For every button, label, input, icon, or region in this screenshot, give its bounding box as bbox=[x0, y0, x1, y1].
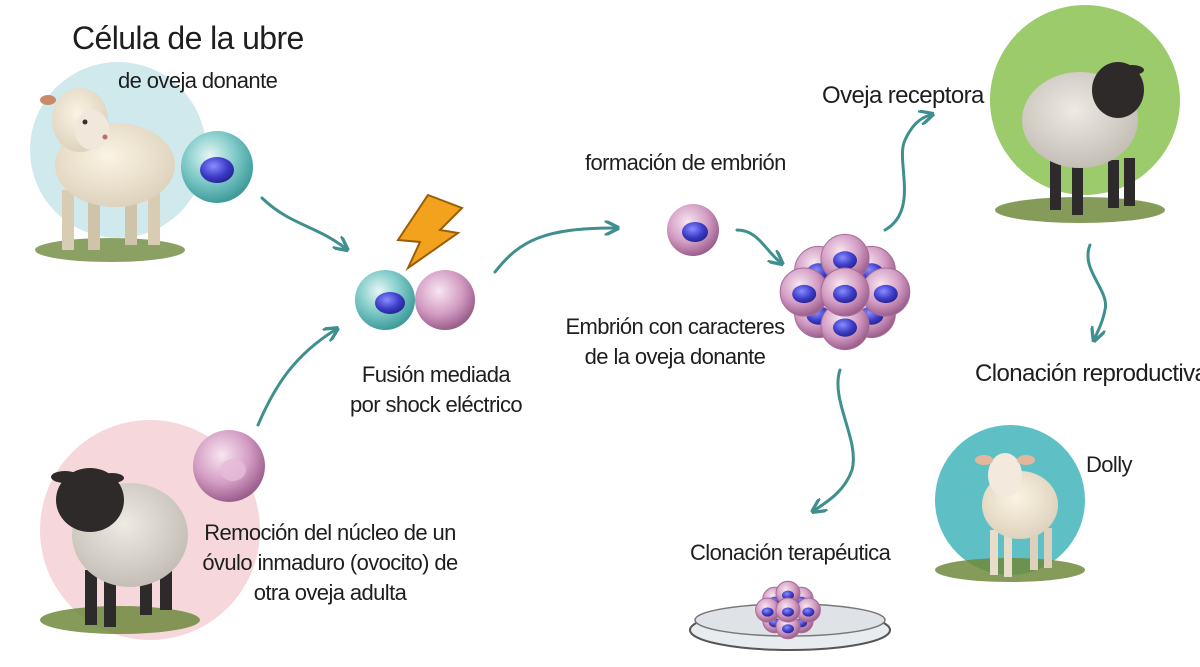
petri-dish-icon bbox=[689, 580, 891, 651]
embryo-cell-nucleus bbox=[782, 624, 794, 634]
arrow-embryo-to-dish bbox=[815, 368, 855, 510]
arrows bbox=[256, 115, 1108, 510]
embryo-cell-nucleus bbox=[802, 607, 815, 617]
removal-label-line1: Remoción del núcleo de un bbox=[204, 520, 456, 545]
oocyte-icon bbox=[193, 430, 265, 502]
embryo-cell-nucleus bbox=[873, 284, 898, 304]
donor-subtitle: de oveja donante bbox=[118, 68, 278, 93]
donor-sheep-icon bbox=[35, 88, 185, 262]
fusion-label: Fusión mediada por shock eléctrico bbox=[336, 360, 536, 420]
dolly-label: Dolly bbox=[1086, 452, 1133, 477]
removal-label-line2: óvulo inmaduro (ovocito) de bbox=[202, 550, 458, 575]
fusion-cells-icon bbox=[355, 270, 475, 330]
donor-title: Célula de la ubre bbox=[72, 20, 304, 56]
arrow-receptor-to-dolly bbox=[1086, 243, 1108, 338]
embryo-cell-nucleus bbox=[792, 284, 817, 304]
embryo-label: Embrión con caracteres de la oveja donan… bbox=[560, 312, 790, 372]
zygote-icon bbox=[667, 204, 719, 256]
embryo-formation-label: formación de embrión bbox=[585, 150, 786, 175]
arrow-udder-to-fusion bbox=[260, 196, 345, 248]
embryo-cell-nucleus bbox=[761, 607, 774, 617]
fusion-label-line1: Fusión mediada bbox=[361, 362, 511, 387]
therapeutic-cloning-label: Clonación terapéutica bbox=[690, 540, 891, 565]
embryo-cell-nucleus bbox=[782, 590, 794, 600]
arrow-zygote-to-embryo bbox=[735, 228, 780, 262]
reproductive-cloning-label: Clonación reproductiva bbox=[975, 360, 1200, 387]
arrow-embryo-to-receptor bbox=[883, 115, 930, 232]
spark-icon bbox=[396, 193, 464, 271]
embryo-icon bbox=[779, 233, 911, 351]
embryo-label-line2: de la oveja donante bbox=[584, 344, 766, 369]
receptor-sheep-icon bbox=[995, 62, 1165, 223]
removal-label: Remoción del núcleo de un óvulo inmaduro… bbox=[200, 518, 460, 608]
oocyte-sheep-icon bbox=[40, 468, 200, 634]
removal-label-line3: otra oveja adulta bbox=[253, 580, 407, 605]
embryo-label-line1: Embrión con caracteres bbox=[565, 314, 785, 339]
embryo-cell-nucleus bbox=[833, 318, 857, 337]
udder-cell-icon bbox=[181, 131, 253, 203]
fusion-label-line2: por shock eléctrico bbox=[349, 392, 523, 417]
dolly-lamb-icon bbox=[935, 453, 1085, 582]
arrow-oocyte-to-fusion bbox=[256, 330, 335, 427]
embryo-cell-nucleus bbox=[833, 251, 857, 270]
embryo-cell-nucleus bbox=[833, 284, 857, 304]
receptor-label: Oveja receptora bbox=[822, 82, 984, 109]
arrow-fusion-to-zygote bbox=[493, 228, 615, 274]
embryo-cell-nucleus bbox=[782, 607, 794, 617]
